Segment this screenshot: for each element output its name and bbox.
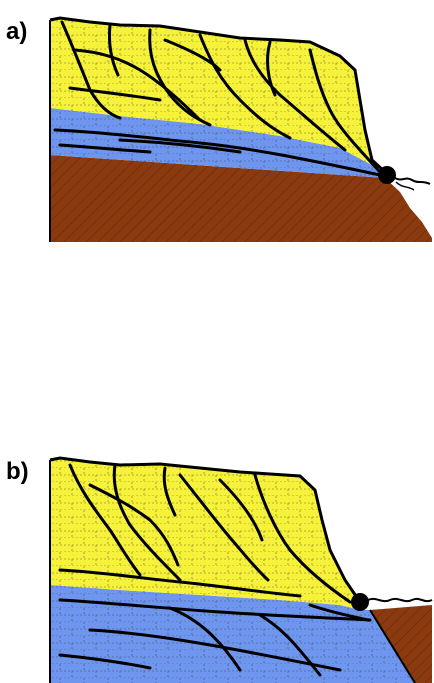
spring-outlet-icon bbox=[378, 166, 431, 191]
panel-b-label: b) bbox=[6, 458, 29, 485]
fracture-network-b bbox=[58, 463, 372, 677]
cliff-outline-b bbox=[49, 456, 362, 603]
panel-a-label: a) bbox=[6, 18, 28, 45]
panel-a-cross-section bbox=[49, 16, 432, 242]
bedrock-layer-b bbox=[370, 605, 432, 683]
slope-outline-b bbox=[369, 609, 416, 683]
limestone-layer-a bbox=[50, 18, 385, 172]
spring-outlet-icon bbox=[351, 593, 433, 611]
panel-b-cross-section bbox=[49, 456, 433, 683]
limestone-layer-b bbox=[50, 458, 360, 610]
bedrock-layer-a bbox=[50, 155, 432, 242]
fracture-network-a bbox=[53, 20, 382, 177]
cliff-outline-a bbox=[49, 16, 387, 174]
aquifer-layer-a bbox=[50, 108, 385, 178]
